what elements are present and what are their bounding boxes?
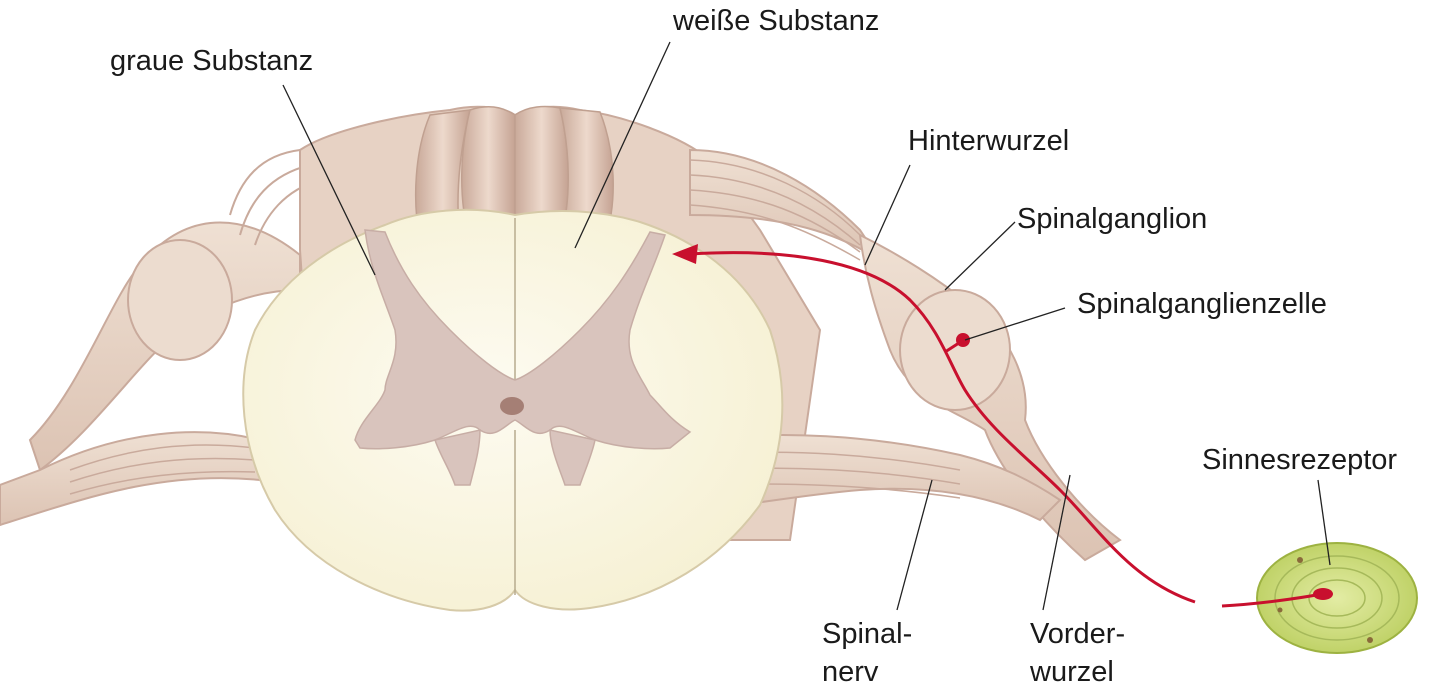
sensory-receptor: [1257, 543, 1417, 653]
label-gray-matter: graue Substanz: [110, 44, 313, 78]
label-spinal-nerve-line1: Spinal-: [822, 617, 912, 651]
label-ventral-root-line2: wurzel: [1030, 655, 1114, 689]
label-spinal-ganglion-cell: Spinalganglienzelle: [1077, 287, 1327, 321]
label-ventral-root-line1: Vorder-: [1030, 617, 1125, 651]
label-white-matter: weiße Substanz: [673, 4, 879, 38]
label-spinal-ganglion: Spinalganglion: [1017, 202, 1207, 236]
label-spinal-nerve-line2: nerv: [822, 655, 878, 689]
label-dorsal-root: Hinterwurzel: [908, 124, 1069, 158]
label-sensory-receptor: Sinnesrezeptor: [1202, 443, 1397, 477]
